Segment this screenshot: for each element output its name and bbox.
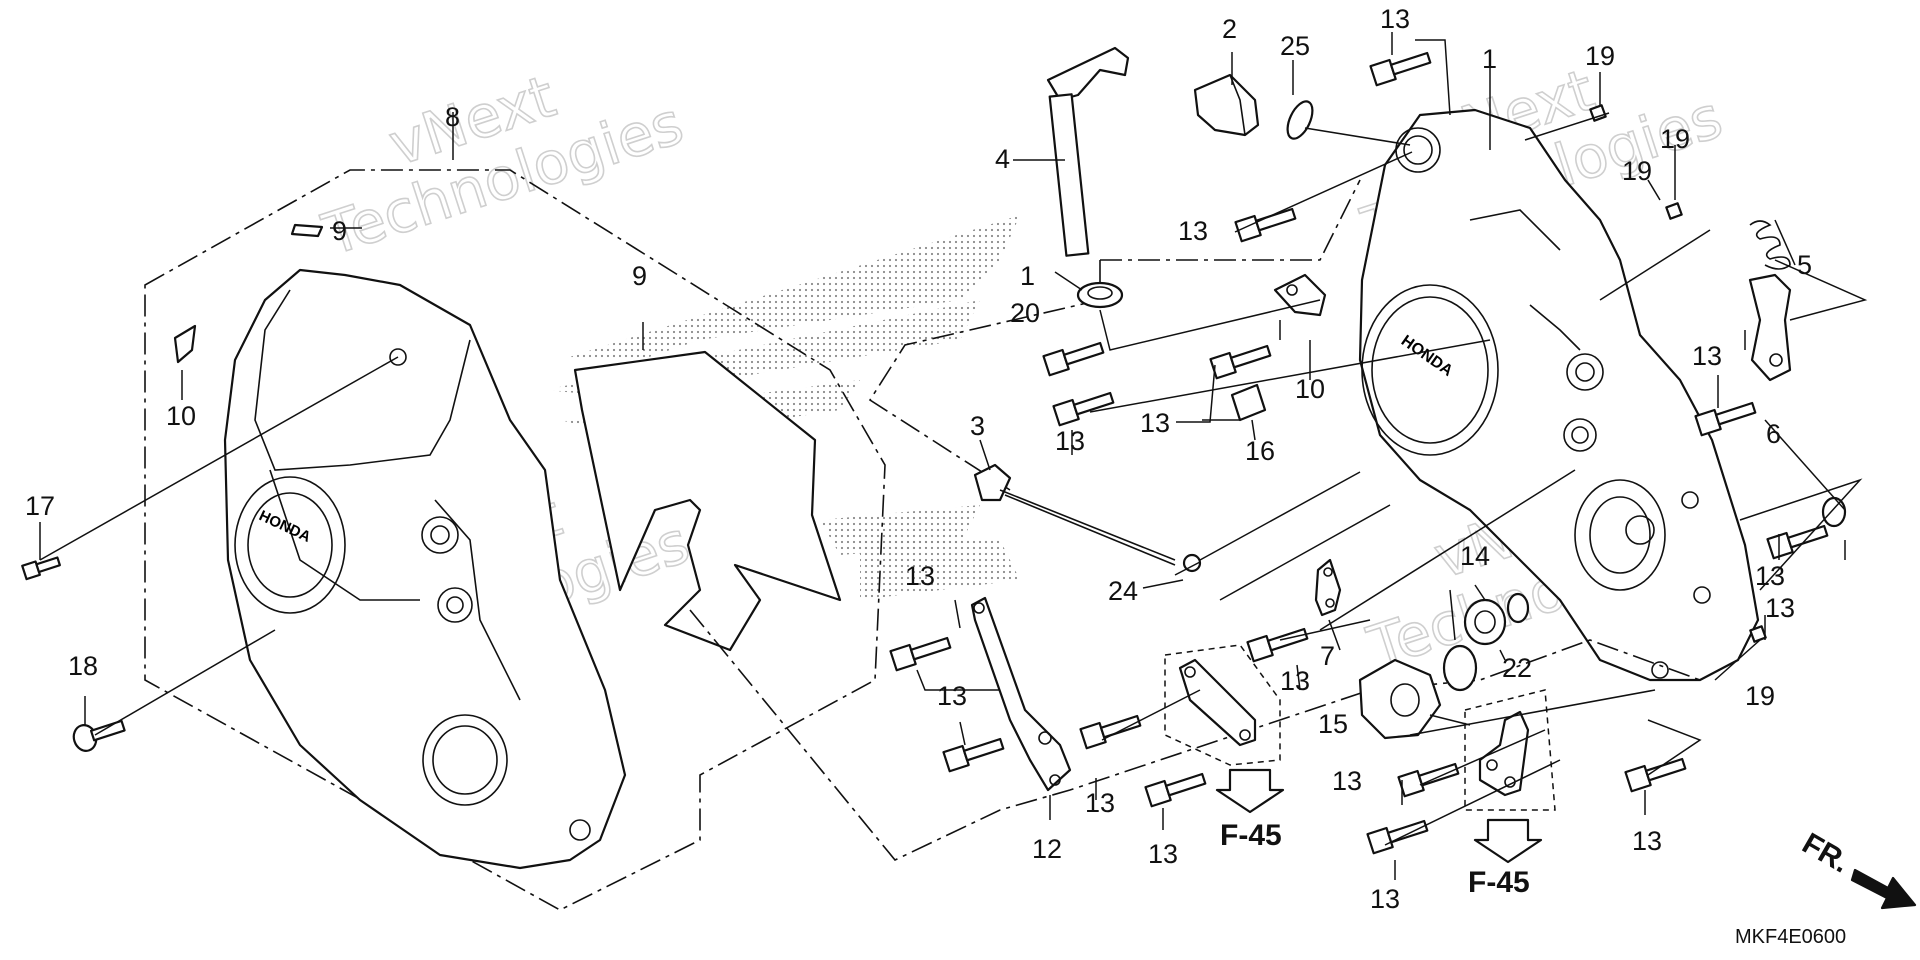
cover-gasket — [573, 350, 842, 652]
callout-16: 16 — [1245, 436, 1275, 466]
callout-19: 19 — [1745, 681, 1775, 711]
callout-15: 15 — [1318, 709, 1348, 739]
main-cover-outline — [868, 179, 1361, 491]
callout-20: 20 — [1010, 298, 1040, 328]
cable-stay — [1748, 273, 1792, 382]
callout-7: 7 — [1320, 641, 1335, 671]
callout-11: 10 — [1295, 374, 1325, 404]
callout-13: 13 — [1692, 341, 1722, 371]
outer-clutch-cover: HONDA — [223, 268, 627, 870]
callout-18: 18 — [68, 651, 98, 681]
o-ring-21 — [1506, 592, 1530, 624]
reference-f45-right: F-45 — [1468, 866, 1530, 899]
small-bracket-11 — [1273, 273, 1327, 317]
callout-1: 1 — [1020, 261, 1035, 291]
callout-12: 12 — [1032, 834, 1062, 864]
reference-f45-left: F-45 — [1220, 819, 1282, 852]
callout-13: 13 — [905, 561, 935, 591]
pin-19 — [1665, 202, 1683, 220]
callout-13: 13 — [1765, 593, 1795, 623]
callout-17: 17 — [25, 491, 55, 521]
callout-5: 5 — [1797, 250, 1812, 280]
callout-13: 13 — [1370, 884, 1400, 914]
plug-14 — [1463, 598, 1507, 646]
callout-13: 13 — [1380, 4, 1410, 34]
callout-10: 10 — [166, 401, 196, 431]
spring — [1749, 220, 1791, 270]
callout-19: 19 — [1585, 41, 1615, 71]
callout-2: 2 — [1222, 14, 1237, 44]
callout-23: 25 — [1280, 31, 1310, 61]
callout-3: 3 — [970, 411, 985, 441]
callout-13: 13 — [1085, 788, 1115, 818]
oil-filler-cap — [1193, 73, 1314, 140]
lower-assembly-outline — [689, 609, 1701, 861]
callout-4: 4 — [995, 144, 1010, 174]
callout-13: 13 — [1140, 408, 1170, 438]
callout-13: 13 — [937, 681, 967, 711]
callout-13: 13 — [1332, 766, 1362, 796]
callout-labels: 8 9 10 17 18 9 4 1 20 2 25 13 1 19 19 19… — [25, 4, 1812, 914]
right-crankcase-cover: HONDA — [1358, 108, 1760, 682]
subassembly-box-right — [1464, 689, 1556, 864]
callout-13: 13 — [1280, 666, 1310, 696]
callout-13: 13 — [1148, 839, 1178, 869]
callout-13: 13 — [1178, 216, 1208, 246]
bracket-12 — [970, 596, 1072, 792]
oil-dipstick — [973, 463, 1202, 573]
callout-13: 13 — [1632, 826, 1662, 856]
callout-10: 9 — [332, 216, 347, 246]
callout-9: 9 — [632, 261, 647, 291]
collar-16 — [1230, 383, 1267, 422]
subassembly-box-left — [1164, 644, 1285, 814]
clip-part-10 — [173, 223, 324, 364]
front-marker-label: FR. — [1797, 827, 1855, 880]
callout-14: 14 — [1460, 541, 1490, 571]
pin-19 — [1749, 625, 1767, 643]
washer-25 — [1821, 496, 1847, 528]
o-ring-24 — [1442, 644, 1478, 692]
front-direction-marker: FR. — [1797, 827, 1917, 910]
bolt-group — [21, 51, 1829, 855]
bolt-cap-15 — [1358, 658, 1442, 740]
callout-19: 19 — [1622, 156, 1652, 186]
leader-lines — [39, 32, 1868, 880]
diagram-code: MKF4E0600 — [1735, 926, 1846, 948]
pin-19 — [1589, 104, 1607, 122]
callout-8: 8 — [445, 102, 460, 132]
shift-shaft — [1046, 46, 1130, 309]
callout-22: 24 — [1108, 576, 1138, 606]
callout-19: 19 — [1660, 124, 1690, 154]
stay-7 — [1314, 558, 1342, 617]
callout-21: 22 — [1502, 653, 1532, 683]
callout-6: 6 — [1766, 419, 1781, 449]
callout-1: 1 — [1482, 44, 1497, 74]
callout-13: 13 — [1055, 426, 1085, 456]
callout-13: 13 — [1755, 561, 1785, 591]
